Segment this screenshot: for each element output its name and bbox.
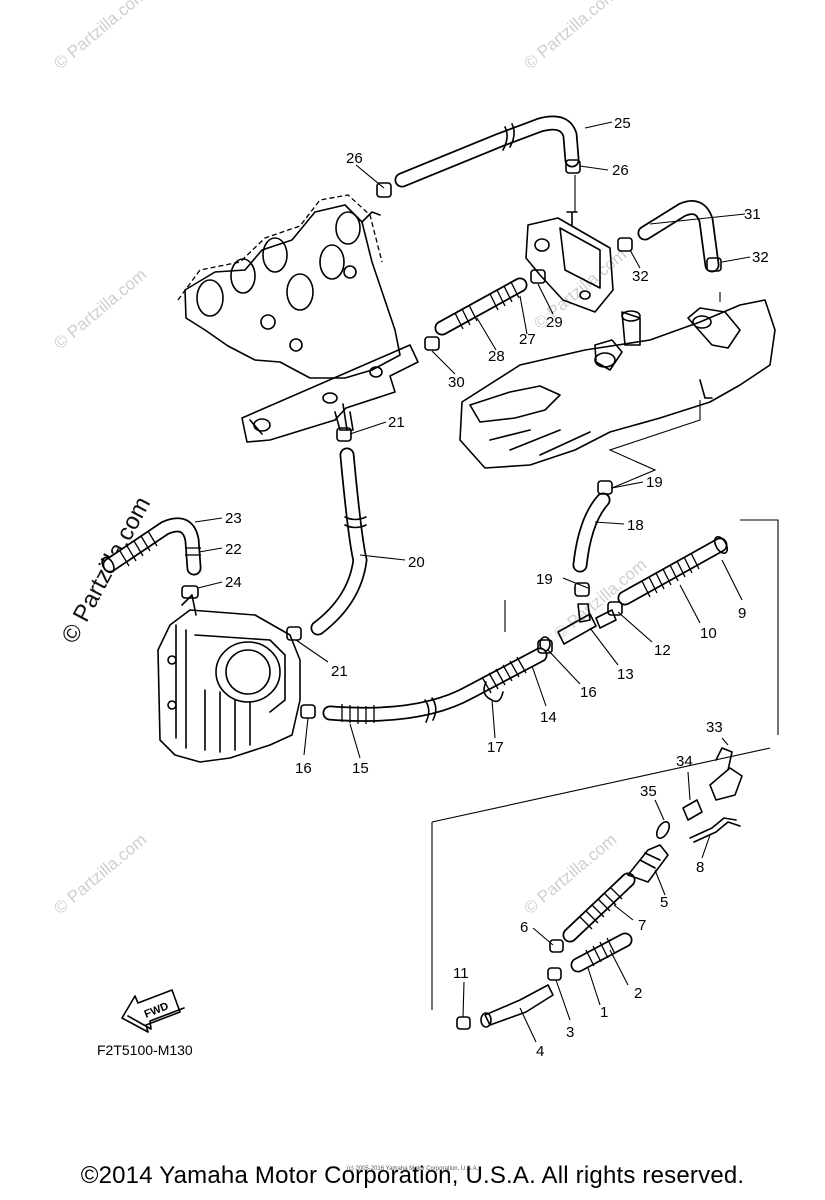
callout-10: 10 [700, 625, 717, 642]
small-copyright: (c) 2005-2016 Yamaha Motor Corporation, … [346, 1166, 479, 1172]
forward-arrow-icon: FWD [121, 989, 185, 1033]
copyright-notice: ©2014 Yamaha Motor Corporation, U.S.A. A… [80, 1162, 745, 1189]
callout-13: 13 [617, 666, 634, 683]
callout-28: 28 [488, 348, 505, 365]
callout-26a: 26 [346, 150, 363, 167]
clamp-21a [336, 427, 352, 442]
callout-14: 14 [540, 709, 557, 726]
callout-35: 35 [640, 783, 657, 800]
callout-12: 12 [654, 642, 671, 659]
callout-8: 8 [696, 859, 704, 876]
guide-lines [574, 175, 721, 489]
callout-4: 4 [536, 1043, 544, 1060]
callout-34: 34 [676, 753, 693, 770]
detail-frame [431, 519, 779, 1010]
hose-20 [310, 447, 368, 636]
clamp-30 [424, 336, 440, 351]
callout-16a: 16 [580, 684, 597, 701]
callout-1: 1 [600, 1004, 608, 1021]
clamp-32a [617, 237, 633, 252]
hose-18 [572, 492, 611, 573]
callout-19b: 19 [536, 571, 553, 588]
callout-30: 30 [448, 374, 465, 391]
watermark-text: © Partzilla.com [50, 830, 150, 918]
callout-22: 22 [225, 541, 242, 558]
clamps [181, 159, 722, 719]
hose-10 [617, 536, 729, 606]
clamp-21b [286, 626, 302, 641]
callout-21b: 21 [331, 663, 348, 680]
clamp-19a [597, 480, 613, 495]
callout-25: 25 [614, 115, 631, 132]
callout-32b: 32 [752, 249, 769, 266]
diagram-code: F2T5100-M130 [97, 1042, 193, 1058]
clamp-24 [181, 585, 199, 599]
callout-18: 18 [627, 517, 644, 534]
callout-15: 15 [352, 760, 369, 777]
callout-6: 6 [520, 919, 528, 936]
callout-2: 2 [634, 985, 642, 1002]
exhaust-chamber [459, 299, 776, 469]
callout-29: 29 [546, 314, 563, 331]
leader-lines [194, 121, 751, 1043]
callout-23: 23 [225, 510, 242, 527]
clamp-29 [530, 269, 546, 284]
hose-25 [394, 115, 580, 188]
pump-housing [157, 594, 301, 763]
callout-24: 24 [225, 574, 242, 591]
hose-22-23 [101, 517, 202, 576]
fitting-assembly [456, 747, 743, 1030]
watermark-text: © Partzilla.com [50, 0, 150, 73]
clamp-26a [376, 182, 392, 198]
clamp-12 [607, 601, 623, 616]
callout-numbers: 1 2 3 4 5 6 7 8 9 10 11 12 13 14 15 16 1… [225, 115, 769, 1060]
callout-21a: 21 [388, 414, 405, 431]
callout-32a: 32 [632, 268, 649, 285]
joint-13 [539, 603, 617, 652]
callout-17: 17 [487, 739, 504, 756]
watermark-text: © Partzilla.com [50, 265, 150, 353]
clamp-16b [300, 704, 316, 719]
hose-31 [637, 200, 720, 273]
clamp-32b [706, 257, 722, 272]
clamp-16a [537, 639, 553, 654]
hose-28 [434, 277, 528, 336]
callout-3: 3 [566, 1024, 574, 1041]
hose-15 [322, 647, 548, 724]
watermark-text: © Partzilla.com [520, 0, 620, 73]
callout-16b: 16 [295, 760, 312, 777]
callout-20: 20 [408, 554, 425, 571]
callout-5: 5 [660, 894, 668, 911]
callout-19a: 19 [646, 474, 663, 491]
joint-4 [484, 984, 554, 1026]
callout-9: 9 [738, 605, 746, 622]
callout-27: 27 [519, 331, 536, 348]
exhaust-manifold [177, 194, 401, 379]
callout-31: 31 [744, 206, 761, 223]
exhaust-flange-bar [241, 344, 419, 443]
callout-26b: 26 [612, 162, 629, 179]
clamp-19b [574, 582, 590, 597]
callout-33: 33 [706, 719, 723, 736]
callout-11: 11 [453, 965, 469, 982]
callout-7: 7 [638, 917, 646, 934]
water-jacket [525, 211, 614, 313]
